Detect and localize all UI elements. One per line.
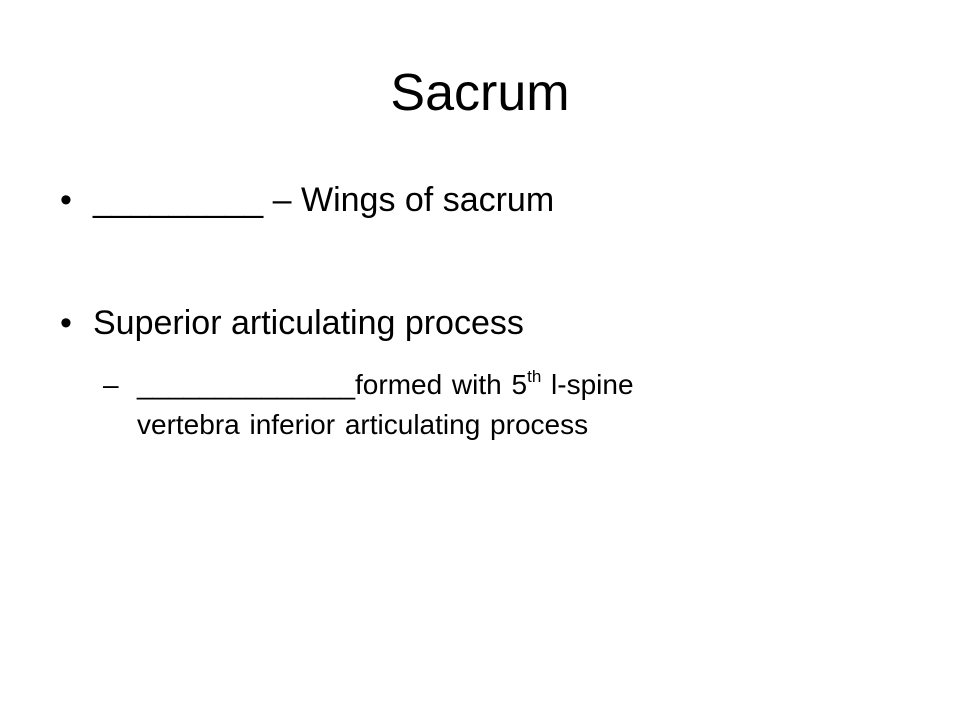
bullet-marker: • <box>60 181 72 219</box>
bullet-text: _________ – Wings of sacrum <box>93 181 555 219</box>
ordinal-superscript: th <box>527 367 542 386</box>
sub-bullet-text: ______________formed with 5th l-spine ve… <box>137 365 827 445</box>
slide-title: Sacrum <box>390 64 570 122</box>
sub-bullet-line-2: vertebra inferior articulating process <box>137 409 589 440</box>
sub-bullet-line-1-post: l-spine <box>541 369 634 400</box>
bullet-marker: • <box>60 304 72 342</box>
bullet-text: Superior articulating process <box>93 304 524 342</box>
sub-bullet-marker: – <box>103 369 119 400</box>
sub-bullet-line-1-pre: ______________formed with 5 <box>137 369 528 400</box>
sub-bullet-line-1: ______________formed with 5th l-spine <box>137 365 827 405</box>
